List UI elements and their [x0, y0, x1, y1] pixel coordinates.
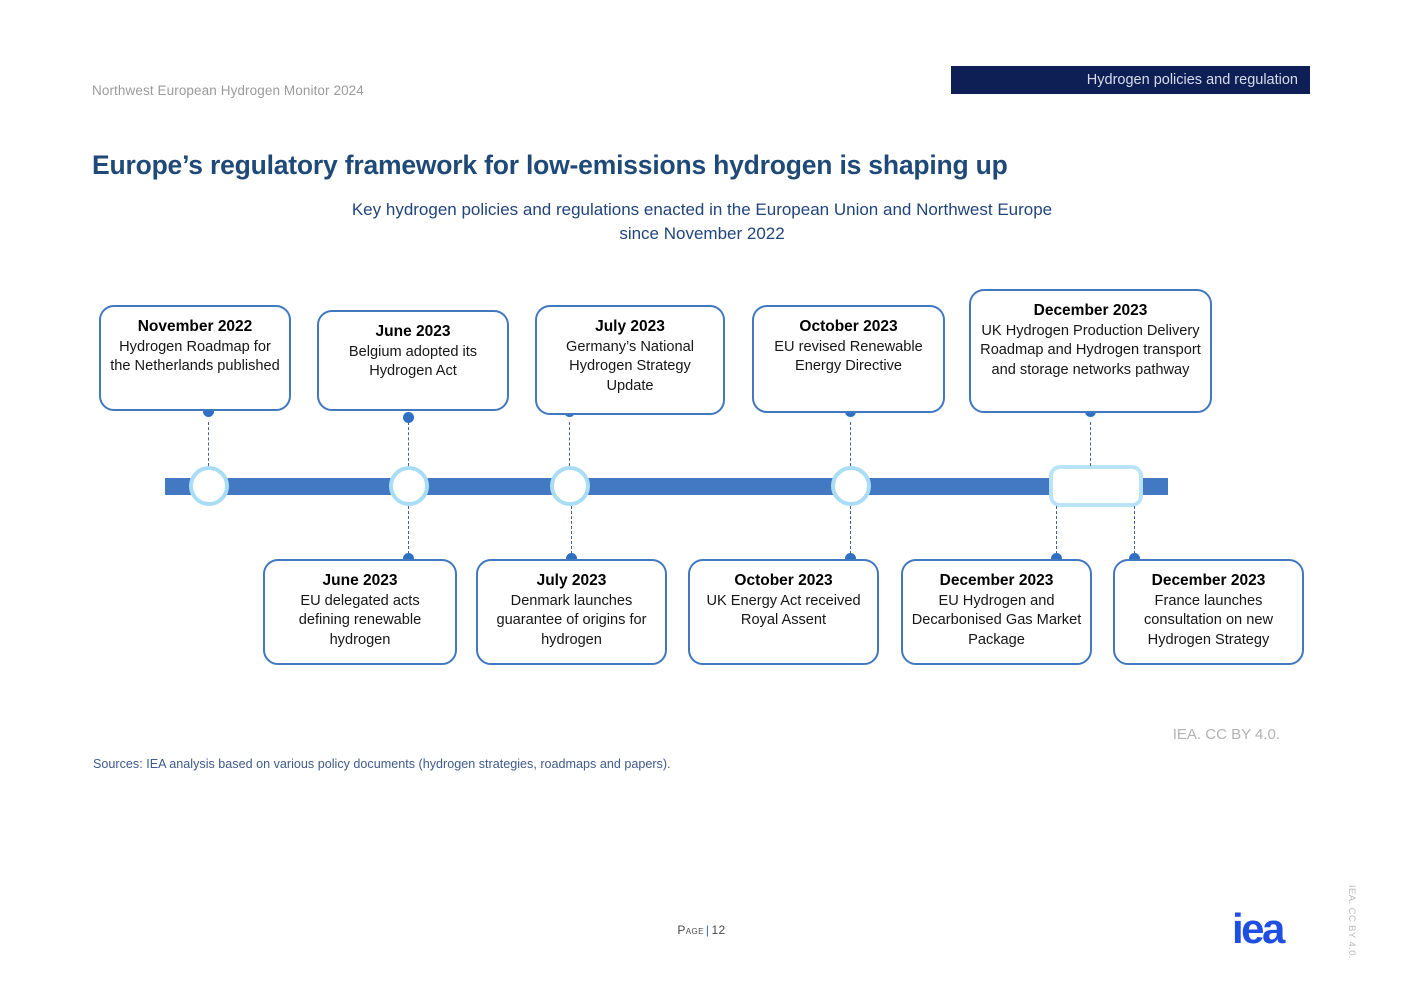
timeline-card-below-1[interactable]: June 2023 EU delegated acts defining ren…	[263, 559, 457, 665]
dot-october-2023-bottom	[845, 553, 856, 564]
timeline-card-date: December 2023	[1033, 302, 1148, 319]
connector-october-2023-top	[850, 422, 851, 466]
timeline-card-description: Belgium adopted its Hydrogen Act	[348, 343, 478, 380]
timeline-card-below-5[interactable]: December 2023 France launches consultati…	[1113, 559, 1304, 665]
dot-december-2023-france	[1129, 553, 1140, 564]
dot-june-2023-bottom	[403, 553, 414, 564]
timeline-card-description: France launches consultation on new Hydr…	[1144, 592, 1273, 648]
connector-december-2023-eu	[1056, 506, 1057, 559]
timeline-card-description: EU revised Renewable Energy Directive	[774, 338, 923, 375]
connector-october-2023-bottom	[850, 506, 851, 559]
timeline-marker-december-2023	[1049, 465, 1143, 507]
chart-subtitle: Key hydrogen policies and regulations en…	[92, 198, 1312, 246]
timeline-card-description: Denmark launches guarantee of origins fo…	[496, 592, 647, 648]
dot-december-2023-eu	[1051, 553, 1062, 564]
timeline-card-date: July 2023	[536, 572, 607, 589]
chart-subtitle-line-1: Key hydrogen policies and regulations en…	[351, 200, 1053, 219]
timeline-card-above-5[interactable]: December 2023 UK Hydrogen Production Del…	[969, 289, 1212, 413]
timeline-card-above-4[interactable]: October 2023 EU revised Renewable Energy…	[752, 305, 945, 413]
section-banner-label: Hydrogen policies and regulation	[1086, 72, 1298, 88]
connector-november-2022	[208, 422, 209, 466]
timeline-card-description: EU delegated acts defining renewable hyd…	[298, 592, 422, 648]
timeline-card-date: June 2023	[322, 572, 398, 589]
timeline-card-date: December 2023	[939, 572, 1054, 589]
chart-subtitle-line-2: since November 2022	[619, 224, 785, 244]
timeline-card-description: UK Energy Act received Royal Assent	[706, 592, 861, 629]
page-number-value: 12	[711, 923, 726, 937]
timeline-marker-june-2023	[389, 466, 429, 506]
sources-note: Sources: IEA analysis based on various p…	[93, 757, 671, 771]
connector-december-2023-france	[1134, 506, 1135, 559]
connector-july-2023-top	[569, 422, 570, 466]
timeline-marker-october-2023	[831, 466, 871, 506]
dot-june-2023-top	[403, 412, 414, 423]
timeline-card-below-4[interactable]: December 2023 EU Hydrogen and Decarbonis…	[901, 559, 1092, 665]
timeline-card-date: October 2023	[734, 572, 833, 589]
page-number-separator: |	[705, 923, 710, 937]
timeline-card-description: Germany’s National Hydrogen Strategy Upd…	[566, 338, 694, 394]
timeline-axis-bar	[165, 478, 1168, 495]
connector-december-2023-uk	[1090, 422, 1091, 466]
timeline-card-date: June 2023	[375, 323, 451, 340]
dot-november-2022	[203, 406, 214, 417]
timeline-card-description: EU Hydrogen and Decarbonised Gas Market …	[911, 592, 1082, 648]
timeline-card-date: November 2022	[137, 318, 253, 335]
timeline-card-below-2[interactable]: July 2023 Denmark launches guarantee of …	[476, 559, 667, 665]
cc-license-note: IEA. CC BY 4.0.	[1172, 726, 1280, 743]
connector-june-2023-top	[408, 422, 409, 466]
page-number: Page|12	[0, 923, 1403, 937]
timeline-card-date: October 2023	[799, 318, 898, 335]
timeline-card-below-3[interactable]: October 2023 UK Energy Act received Roya…	[688, 559, 879, 665]
connector-june-2023-bottom	[408, 506, 409, 559]
report-kicker: Northwest European Hydrogen Monitor 2024	[92, 83, 364, 98]
vertical-cc-license-note: IEA. CC BY 4.0.	[1346, 885, 1357, 959]
timeline-card-above-2[interactable]: June 2023 Belgium adopted its Hydrogen A…	[317, 310, 509, 411]
iea-logo: iea	[1232, 905, 1285, 952]
timeline-card-description: UK Hydrogen Production Delivery Roadmap …	[980, 322, 1201, 378]
page-number-label: Page	[677, 923, 704, 937]
connector-july-2023-bottom	[571, 506, 572, 559]
timeline-card-date: July 2023	[595, 318, 665, 335]
dot-july-2023-bottom	[566, 553, 577, 564]
timeline-card-above-1[interactable]: November 2022 Hydrogen Roadmap for the N…	[99, 305, 291, 411]
page-title: Europe’s regulatory framework for low-em…	[92, 149, 1008, 180]
timeline-marker-november-2022	[189, 466, 229, 506]
timeline-card-above-3[interactable]: July 2023 Germany’s National Hydrogen St…	[535, 305, 725, 415]
timeline-card-description: Hydrogen Roadmap for the Netherlands pub…	[110, 338, 280, 375]
timeline-card-date: December 2023	[1151, 572, 1266, 589]
timeline-marker-july-2023	[550, 466, 590, 506]
section-banner: Hydrogen policies and regulation	[951, 66, 1310, 94]
